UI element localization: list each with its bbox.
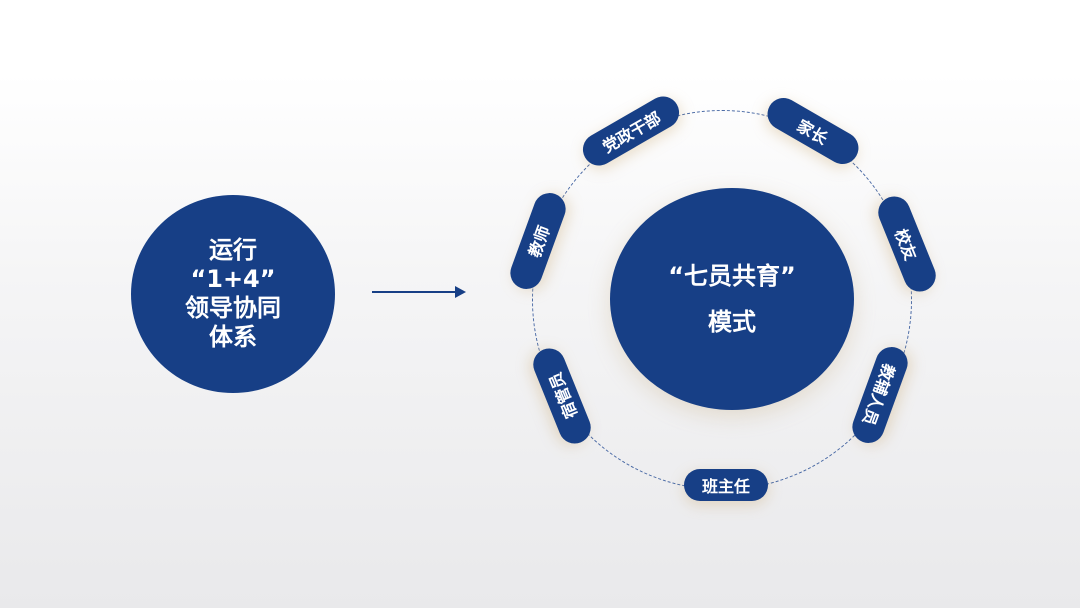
center-line-2: 模式 <box>708 308 756 336</box>
node-alumni-label: 校友 <box>890 226 921 263</box>
left-circle: 运行 “1+4” 领导协同 体系 <box>131 195 335 393</box>
center-circle: “七员共育” 模式 <box>610 188 854 410</box>
node-teacher-label: 教师 <box>525 223 554 260</box>
node-head-teacher-label: 班主任 <box>701 477 750 496</box>
left-line-2: “1+4” <box>190 265 276 293</box>
node-head-teacher: 班主任 <box>684 469 768 501</box>
arrow-line <box>372 291 458 293</box>
left-line-4: 体系 <box>209 323 257 351</box>
arrow-right-icon <box>455 286 466 298</box>
left-line-3: 领导协同 <box>185 294 281 322</box>
center-line-1: “七员共育” <box>668 262 796 290</box>
left-line-1: 运行 <box>209 236 257 264</box>
